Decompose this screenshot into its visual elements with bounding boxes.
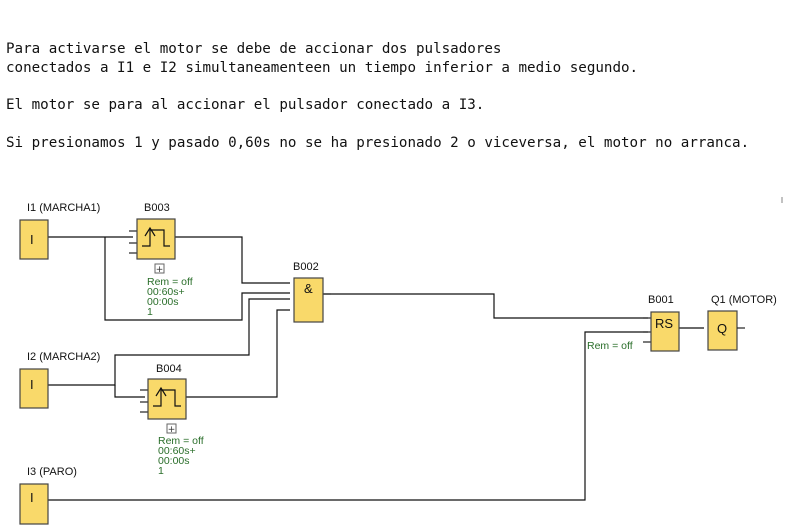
input-i1-block[interactable] [19, 219, 49, 260]
timer-b004-param-time: 00:60s+ [158, 445, 196, 457]
input-i2-symbol: I [30, 377, 34, 392]
description-line-2: conectados a I1 e I2 simultaneamenteen u… [6, 60, 639, 76]
timer-b003-name: B003 [144, 202, 170, 214]
input-i3[interactable]: I3 (PARO) I [19, 466, 77, 525]
output-q1-label: Q1 (MOTOR) [711, 294, 777, 306]
and-gate-name: B002 [293, 261, 319, 273]
timer-b003-param-count: 1 [147, 306, 153, 318]
input-i3-block[interactable] [19, 483, 49, 525]
and-gate-b002[interactable]: B002 & [293, 261, 331, 323]
expand-icon-glyph: + [156, 265, 164, 275]
wire-b002-b001 [323, 293, 648, 319]
arrow-up-icon [144, 226, 156, 237]
input-i1[interactable]: I1 (MARCHA1) I [19, 202, 100, 260]
timer-b003-param-off: 00:00s [147, 296, 179, 308]
timer-b003-param-rem: Rem = off [147, 276, 193, 288]
wire-i1-branch-b002 [104, 237, 290, 321]
timer-b004[interactable]: B004 + Rem = off 00:60s+ 00:00s 1 [140, 363, 204, 477]
input-i3-label: I3 (PARO) [27, 466, 77, 478]
expand-icon[interactable] [166, 423, 177, 434]
input-i2-label: I2 (MARCHA2) [27, 351, 100, 363]
description-line-4: Si presionamos 1 y pasado 0,60s no se ha… [6, 135, 750, 151]
wire-i2-b004 [114, 385, 145, 398]
rs-symbol: RS [655, 316, 673, 331]
wire-b004-b002 [186, 309, 290, 398]
timer-b003[interactable]: B003 + Rem = off 00:60s+ 00:00s 1 [129, 202, 193, 318]
wire-i2-branch-b002 [48, 298, 290, 386]
expand-icon-glyph: + [168, 425, 176, 435]
timer-pulse-icon [142, 229, 170, 247]
input-i1-symbol: I [30, 232, 34, 247]
input-i2[interactable]: I2 (MARCHA2) I [19, 351, 100, 409]
timer-b004-param-off: 00:00s [158, 455, 190, 467]
rs-name: B001 [648, 294, 674, 306]
output-q1-symbol: Q [717, 321, 727, 336]
output-q1[interactable]: Q1 (MOTOR) Q [707, 294, 777, 351]
timer-b004-param-rem: Rem = off [158, 435, 204, 447]
timer-b004-param-count: 1 [158, 465, 164, 477]
timer-pulse-icon [153, 389, 181, 407]
timer-b004-block[interactable] [147, 378, 187, 420]
wire-i3-b001 [48, 331, 648, 501]
rs-flipflop-b001[interactable]: B001 RS Rem = off [587, 294, 680, 352]
timer-b003-param-time: 00:60s+ [147, 286, 185, 298]
output-q1-block[interactable] [707, 310, 738, 351]
wires [48, 236, 704, 501]
expand-icon[interactable] [154, 263, 165, 274]
arrow-up-icon [155, 386, 167, 397]
input-i1-label: I1 (MARCHA1) [27, 202, 100, 214]
wire-b003-b002 [175, 236, 290, 284]
and-gate-symbol: & [304, 281, 313, 296]
description-line-1: Para activarse el motor se debe de accio… [6, 41, 502, 57]
input-i3-symbol: I [30, 490, 34, 505]
timer-b004-name: B004 [156, 363, 182, 375]
and-gate-block[interactable] [293, 277, 324, 323]
rs-block[interactable] [650, 311, 680, 352]
input-i2-block[interactable] [19, 368, 49, 409]
rs-param-rem: Rem = off [587, 340, 633, 352]
description-line-3: El motor se para al accionar el pulsador… [6, 97, 485, 113]
timer-b003-block[interactable] [136, 218, 176, 260]
